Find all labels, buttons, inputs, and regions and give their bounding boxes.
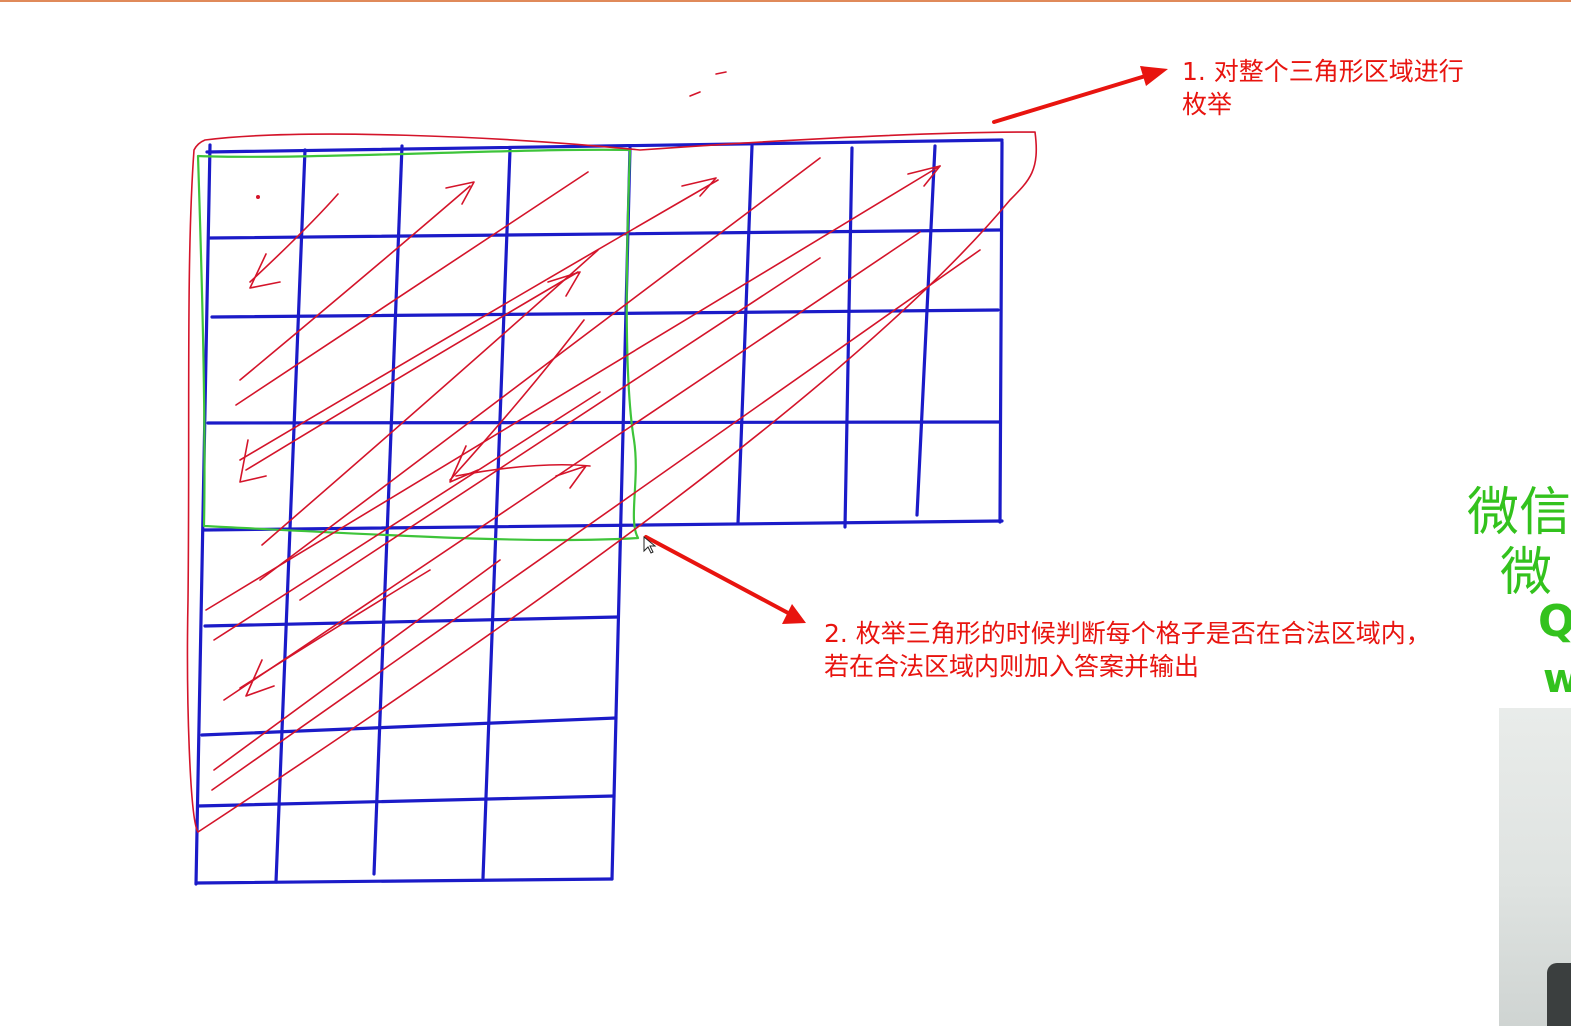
- webcam-figure: [1547, 963, 1571, 1026]
- sweep-arrowhead-4: [907, 165, 941, 187]
- callout-arrow-1-head: [1140, 66, 1168, 86]
- grid-col-line-7: [843, 146, 854, 529]
- grid-col-line-9: [998, 140, 1004, 524]
- diagonal-sweep-5: [245, 271, 579, 471]
- grid-col-line-1: [194, 143, 212, 886]
- callout-arrow-2-shaft: [644, 535, 792, 616]
- diagonal-sweep-1: [249, 193, 339, 283]
- mouse-cursor: [643, 535, 657, 554]
- diagonal-sweep-15: [299, 257, 821, 601]
- grid-col-line-4: [481, 148, 512, 880]
- callout-arrows: [644, 66, 1168, 624]
- grid-col-line-3: [372, 144, 404, 876]
- watermark-text-2: 微: [1500, 543, 1553, 603]
- diagonal-sweep-16: [239, 569, 431, 689]
- diagonal-sweep-4: [239, 179, 719, 461]
- diagonal-sweep-13: [449, 319, 585, 481]
- annotation-check-valid-cells: 2. 枚举三角形的时候判断每个格子是否在合法区域内， 若在合法区域内则加入答案并…: [824, 619, 1431, 681]
- sweep-arrowhead-2: [547, 271, 581, 297]
- grid-row-line-7: [200, 716, 618, 737]
- grid-col-line-6: [736, 144, 754, 525]
- grid-row-line-2: [208, 228, 1002, 240]
- sweep-arrowhead-5: [555, 465, 587, 489]
- enumeration-strokes: [186, 71, 1037, 833]
- diagonal-sweep-10: [223, 231, 921, 701]
- pen-dot: [256, 195, 260, 199]
- grid-row-line-9: [194, 877, 614, 885]
- sweep-arrowhead-8: [449, 445, 479, 483]
- sweep-arrowhead-7: [239, 439, 267, 483]
- enumeration-bounding-loop: [186, 131, 1037, 833]
- callout-arrow-2-head: [782, 604, 806, 624]
- sweep-arrowhead-3: [681, 177, 717, 197]
- diagonal-sweep-9: [213, 391, 601, 641]
- diagonal-sweep-2: [239, 185, 471, 381]
- sweep-arrowhead-1: [445, 181, 475, 205]
- valid-region-outline-path: [196, 148, 640, 542]
- callout-arrow-1-shaft: [992, 72, 1154, 124]
- grid-row-line-3: [210, 308, 1000, 319]
- diagonal-sweep-11: [211, 249, 981, 791]
- grid-row-line-6: [203, 615, 620, 628]
- diagonal-sweep-7: [259, 157, 821, 581]
- grid-row-line-4: [206, 420, 1002, 425]
- valid-region-outline: [196, 148, 640, 542]
- watermark-text-4: w: [1543, 656, 1571, 702]
- diagonal-sweep-12: [213, 559, 501, 771]
- diagonal-sweep-8: [205, 165, 941, 611]
- window-top-border: [0, 0, 1571, 2]
- grid-col-line-2: [274, 148, 307, 884]
- diagonal-sweep-3: [235, 171, 589, 406]
- watermark-text-3: Q: [1538, 596, 1571, 647]
- diagonal-sweep-14: [455, 463, 591, 477]
- grid-col-line-8: [915, 144, 937, 517]
- diagonal-sweep-6: [261, 249, 599, 546]
- webcam-overlay: [1499, 708, 1571, 1026]
- pen-tick-1: [689, 91, 701, 97]
- sweep-arrowhead-6: [249, 253, 281, 289]
- sweep-arrowhead-9: [245, 659, 275, 697]
- grid-row-line-8: [196, 794, 616, 808]
- cursor-arrow-icon: [643, 535, 657, 554]
- annotation-enumerate-triangle: 1. 对整个三角形区域进行 枚举: [1182, 57, 1464, 119]
- watermark-text-1: 微信: [1467, 483, 1571, 543]
- grid-row-line-5: [202, 519, 1004, 532]
- pen-tick-2: [715, 71, 727, 75]
- blue-grid: [194, 138, 1004, 886]
